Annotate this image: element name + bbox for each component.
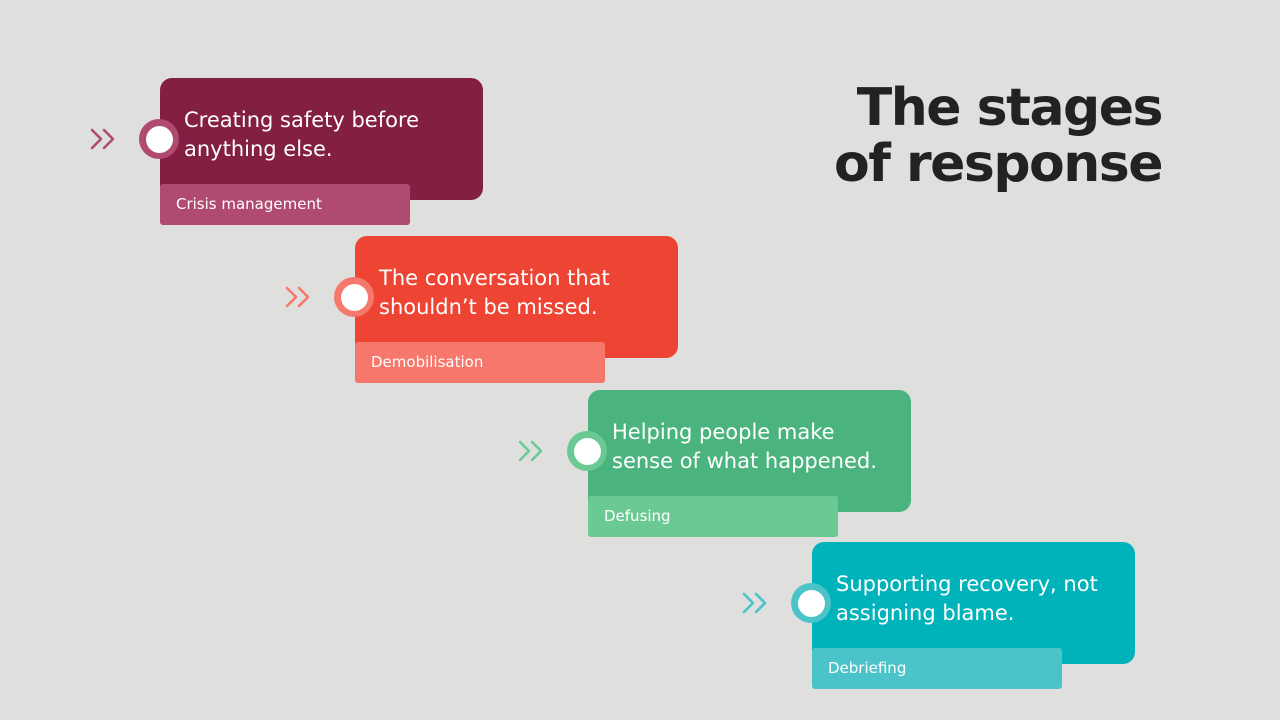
- title-line-1: The stages: [856, 78, 1164, 138]
- stage-description: The conversation that shouldn’t be misse…: [379, 266, 610, 319]
- stage-label: Debriefing: [812, 648, 1062, 689]
- stage-card: Creating safety before anything else.: [160, 78, 483, 200]
- node-dot: [340, 283, 368, 311]
- circle-node-icon: [334, 277, 374, 317]
- circle-node-icon: [567, 431, 607, 471]
- stage-label: Crisis management: [160, 184, 410, 225]
- stage-description: Helping people make sense of what happen…: [612, 420, 877, 473]
- stage-defusing: Helping people make sense of what happen…: [518, 390, 913, 540]
- stage-card: Helping people make sense of what happen…: [588, 390, 911, 512]
- double-chevron-right-icon: [285, 286, 310, 308]
- stage-crisis-management: Creating safety before anything else. Cr…: [90, 78, 485, 228]
- node-dot: [145, 125, 173, 153]
- double-chevron-right-icon: [90, 128, 115, 150]
- stage-label: Demobilisation: [355, 342, 605, 383]
- double-chevron-right-icon: [518, 440, 543, 462]
- node-dot: [573, 437, 601, 465]
- stage-card: Supporting recovery, not assigning blame…: [812, 542, 1135, 664]
- circle-node-icon: [791, 583, 831, 623]
- stage-demobilisation: The conversation that shouldn’t be misse…: [285, 236, 680, 386]
- double-chevron-right-icon: [742, 592, 767, 614]
- page-title: The stages of response: [834, 78, 1164, 194]
- node-dot: [797, 589, 825, 617]
- stage-description: Creating safety before anything else.: [184, 108, 420, 161]
- stage-debriefing: Supporting recovery, not assigning blame…: [742, 542, 1137, 692]
- stage-card: The conversation that shouldn’t be misse…: [355, 236, 678, 358]
- stage-description: Supporting recovery, not assigning blame…: [836, 572, 1098, 625]
- circle-node-icon: [139, 119, 179, 159]
- title-line-2: of response: [834, 134, 1164, 194]
- stage-label: Defusing: [588, 496, 838, 537]
